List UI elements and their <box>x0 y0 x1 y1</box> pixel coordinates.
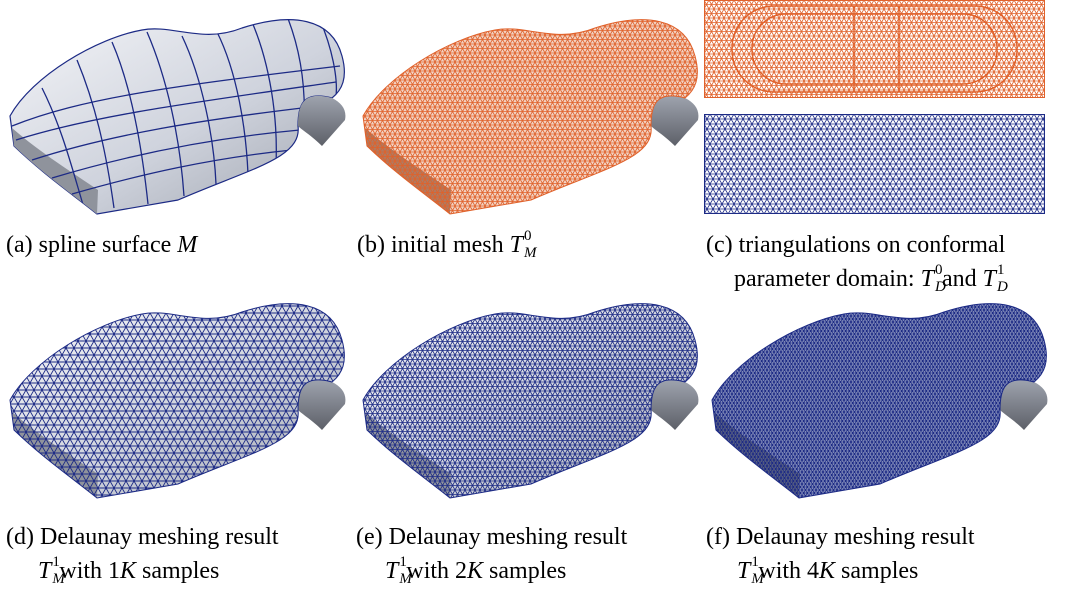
caption-a-label: (a) <box>6 232 33 258</box>
caption-a-text: spline surface <box>38 232 172 258</box>
figure-c-blue-triangulation <box>704 114 1045 214</box>
caption-a-var: M <box>177 232 198 258</box>
caption-b-text: initial mesh <box>390 232 504 258</box>
caption-c-line1: (c) triangulations on conformal <box>706 232 1006 258</box>
caption-b-label: (b) <box>357 232 385 258</box>
caption-a: (a) spline surface M <box>6 232 197 258</box>
figure-b-initial-mesh <box>362 19 699 215</box>
figure-a-spline-surface <box>9 19 346 215</box>
figure-f-delaunay-4k <box>711 303 1048 499</box>
caption-d-line1: (d) Delaunay meshing result <box>6 524 279 550</box>
figure-c-orange-triangulation <box>704 0 1045 98</box>
caption-e-line1: (e) Delaunay meshing result <box>356 524 628 550</box>
figure-d-delaunay-1k <box>9 303 346 499</box>
figure-e-delaunay-2k <box>362 303 699 499</box>
caption-f-line1: (f) Delaunay meshing result <box>706 524 975 550</box>
